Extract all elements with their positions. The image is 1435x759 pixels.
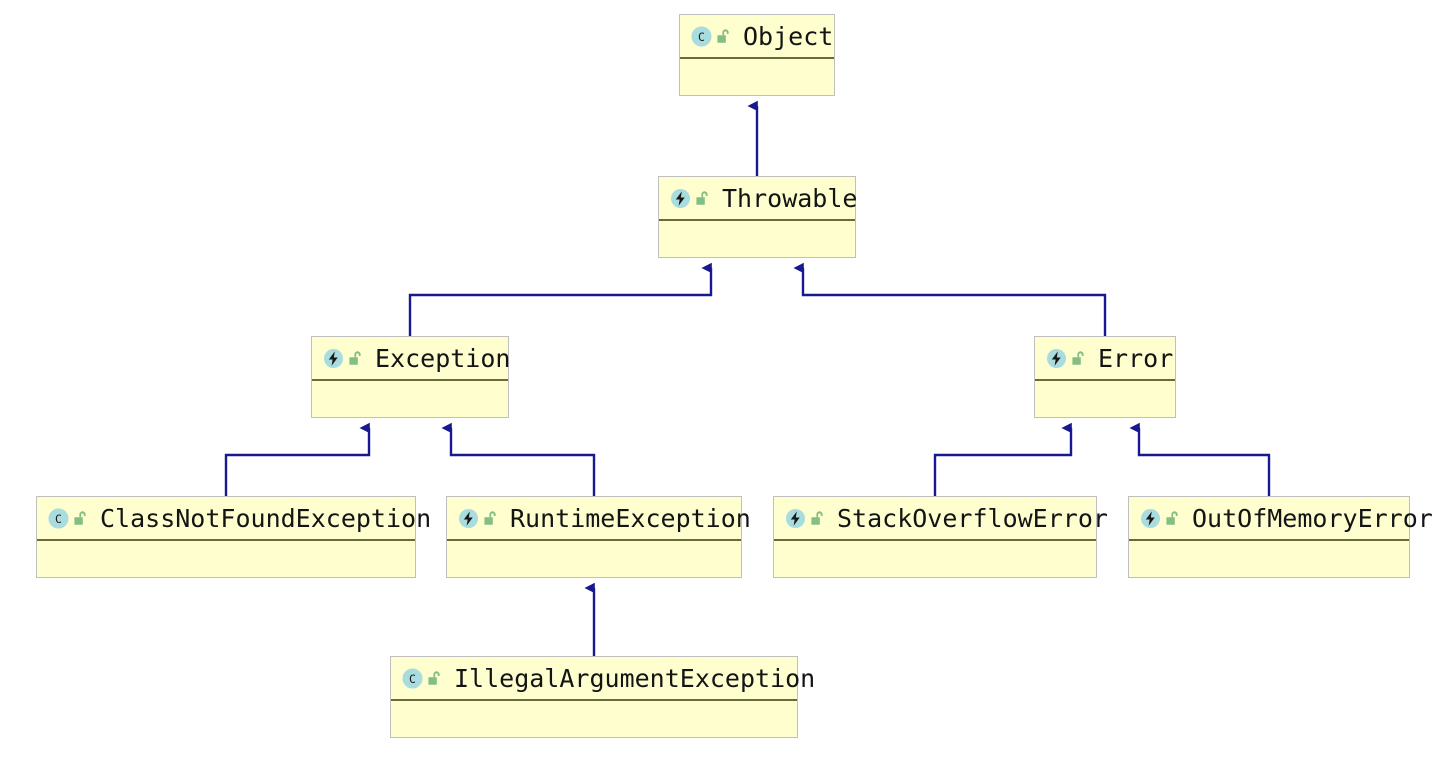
uml-class-stackoverflowerror[interactable]: StackOverflowError [773, 496, 1108, 578]
open-padlock-icon [349, 350, 361, 365]
uml-class-header: Exception [312, 337, 511, 381]
uml-class-members-compartment [774, 541, 1096, 621]
open-padlock-icon [428, 670, 440, 685]
svg-text:C: C [55, 511, 62, 525]
uml-class-object[interactable]: C Object [679, 14, 835, 96]
open-padlock-icon [811, 510, 823, 525]
uml-class-runtimeexception[interactable]: RuntimeException [446, 496, 751, 578]
uml-class-members-compartment [1129, 541, 1409, 621]
uml-class-name: StackOverflowError [837, 503, 1108, 533]
uml-class-name: RuntimeException [510, 503, 751, 533]
abstract-class-icon [1046, 348, 1067, 368]
svg-text:C: C [698, 29, 705, 43]
uml-class-header: RuntimeException [447, 497, 751, 541]
uml-class-members-compartment [680, 59, 834, 139]
uml-class-illegalargumentexception[interactable]: C IllegalArgumentException [390, 656, 815, 738]
concrete-class-icon: C [402, 667, 423, 689]
uml-class-header: Error [1035, 337, 1175, 381]
open-padlock-icon [1072, 350, 1084, 365]
uml-class-classnotfoundexception[interactable]: C ClassNotFoundException [36, 496, 431, 578]
uml-class-name: ClassNotFoundException [100, 503, 432, 533]
concrete-class-icon: C [48, 507, 69, 529]
open-padlock-icon [1166, 510, 1178, 525]
uml-class-members-compartment [37, 541, 415, 621]
uml-class-throwable[interactable]: Throwable [658, 176, 858, 258]
uml-class-name: Error [1098, 343, 1174, 373]
uml-class-header: Throwable [659, 177, 858, 221]
uml-class-members-compartment [659, 221, 855, 301]
uml-class-header: C ClassNotFoundException [37, 497, 431, 541]
open-padlock-icon [484, 510, 496, 525]
concrete-class-icon: C [691, 25, 712, 47]
uml-class-name: Object [743, 21, 834, 51]
open-padlock-icon [696, 190, 708, 205]
uml-class-error[interactable]: Error [1034, 336, 1176, 418]
uml-class-name: OutOfMemoryError [1192, 503, 1433, 533]
abstract-class-icon [323, 348, 344, 368]
abstract-class-icon [458, 508, 479, 528]
uml-class-header: C IllegalArgumentException [391, 657, 815, 701]
abstract-class-icon [670, 188, 691, 208]
uml-class-members-compartment [312, 381, 508, 461]
abstract-class-icon [785, 508, 806, 528]
uml-class-header: C Object [680, 15, 834, 59]
abstract-class-icon [1140, 508, 1161, 528]
uml-class-members-compartment [1035, 381, 1175, 461]
uml-class-header: OutOfMemoryError [1129, 497, 1433, 541]
open-padlock-icon [74, 510, 86, 525]
uml-class-name: IllegalArgumentException [454, 663, 816, 693]
open-padlock-icon [717, 28, 729, 43]
uml-class-outofmemoryerror[interactable]: OutOfMemoryError [1128, 496, 1433, 578]
uml-class-name: Exception [375, 343, 511, 373]
svg-text:C: C [409, 671, 416, 685]
uml-class-members-compartment [447, 541, 741, 621]
uml-class-exception[interactable]: Exception [311, 336, 511, 418]
uml-class-header: StackOverflowError [774, 497, 1108, 541]
uml-class-members-compartment [391, 701, 797, 759]
uml-class-name: Throwable [722, 183, 858, 213]
